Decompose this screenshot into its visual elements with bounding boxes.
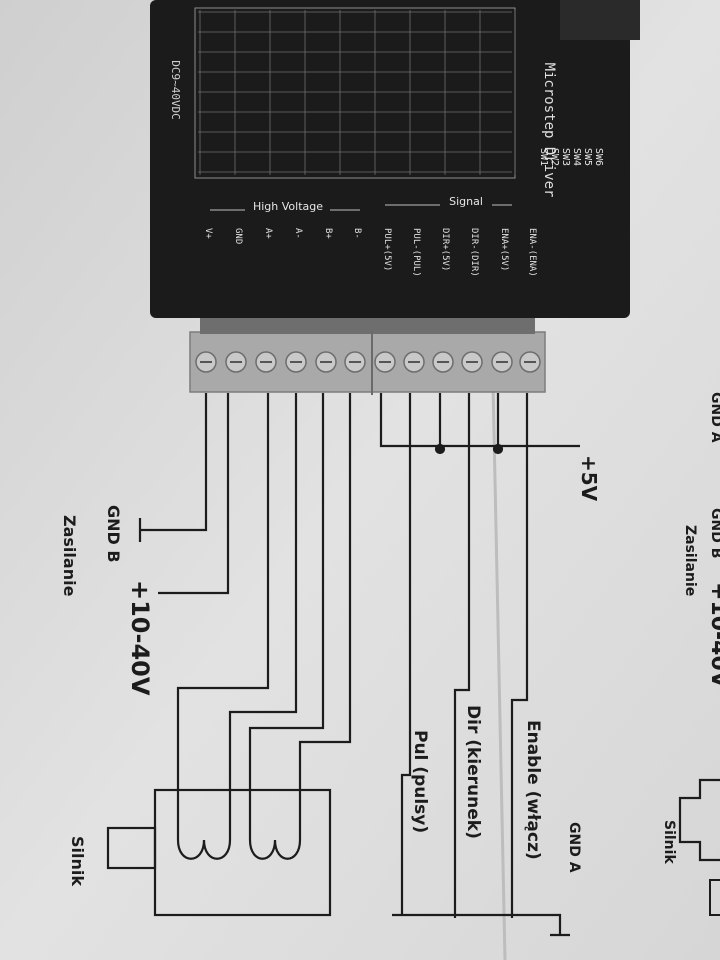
dip-switch-label: SW3 [560, 148, 571, 166]
dip-switch-label: SW1 [538, 148, 549, 166]
top-caption: Zasilanie [682, 525, 698, 596]
terminal-label: A+ [263, 228, 273, 239]
gnd-a-wire [392, 913, 562, 935]
terminal-label: GND [233, 228, 243, 244]
terminal-label: A- [293, 228, 303, 239]
pul-label: Pul (pulsy) [410, 730, 430, 833]
dip-switch-label: SW2 [549, 148, 560, 166]
top-motor-label: Silnik [661, 820, 677, 864]
gnd-b-wire [140, 393, 208, 532]
driver-title: Microstep Driver [541, 63, 557, 198]
terminal-label: PUL-(PUL) [411, 228, 421, 277]
terminal-block [189, 318, 546, 395]
terminal-label: B+ [323, 228, 333, 239]
motor-wire-b-plus [248, 393, 325, 840]
terminal-labels: V+ GND A+ A- B+ B- PUL+(5V) PUL-(PUL) DIR+(5V) DI… [203, 228, 537, 277]
top-motor-shape [678, 778, 720, 862]
driver-heatsink [560, 0, 640, 40]
top-voltage-label: +10-40V [706, 582, 720, 688]
dip-switch-label: SW6 [593, 148, 604, 166]
gnd-b-label: GND B [104, 505, 123, 563]
gnd-a-label: GND A [566, 822, 582, 873]
signal-label: Signal [449, 195, 483, 208]
terminal-label: PUL+(5V) [382, 228, 392, 271]
stepper-driver: Microstep Driver DC9~40VDC SW6SW5SW4SW3S… [150, 0, 640, 318]
terminal-label: DIR+(5V) [440, 228, 450, 271]
dip-switch-label: SW4 [571, 148, 582, 166]
driver-voltage-rating: DC9~40VDC [169, 60, 182, 120]
terminal-label: B- [352, 228, 362, 239]
dir-wire [453, 393, 471, 918]
plus5v-bus-wire [379, 393, 580, 448]
terminal-label: DIR-(DIR) [469, 228, 479, 277]
terminal-label: ENA-(ENA) [527, 228, 537, 277]
terminal-top-rail [200, 318, 535, 334]
terminal-label: V+ [203, 228, 213, 239]
motor-label: Silnik [68, 836, 87, 886]
motor-shaft [106, 826, 157, 870]
dip-switch-label: SW5 [582, 148, 593, 166]
top-gnd-a-label: GND A [708, 392, 720, 443]
power-caption: Zasilanie [60, 515, 79, 597]
motor-coil-b [248, 839, 302, 860]
plus5v-label: +5V [577, 455, 601, 502]
motor-wire-a-minus [228, 393, 298, 840]
motor [106, 788, 332, 917]
motor-coil-a [176, 839, 232, 860]
dip-switch-table [194, 7, 516, 179]
v-plus-wire [158, 393, 230, 595]
top-gnd-b-label: GND B [708, 508, 720, 558]
dir-label: Dir (kierunek) [463, 705, 483, 839]
terminal-label: ENA+(5V) [499, 228, 509, 271]
enable-wire [510, 393, 529, 918]
enable-label: Enable (włącz) [523, 720, 543, 860]
terminal-housing [189, 331, 546, 393]
high-voltage-label: High Voltage [253, 200, 323, 213]
pul-wire [400, 393, 412, 915]
adjacent-diagram-fragment: GND A GND B Zasilanie +10-40V Silnik [661, 392, 720, 916]
top-motor-edge [709, 879, 720, 916]
motor-wire-a-plus [176, 393, 270, 840]
power-voltage-label: +10-40V [126, 580, 154, 696]
